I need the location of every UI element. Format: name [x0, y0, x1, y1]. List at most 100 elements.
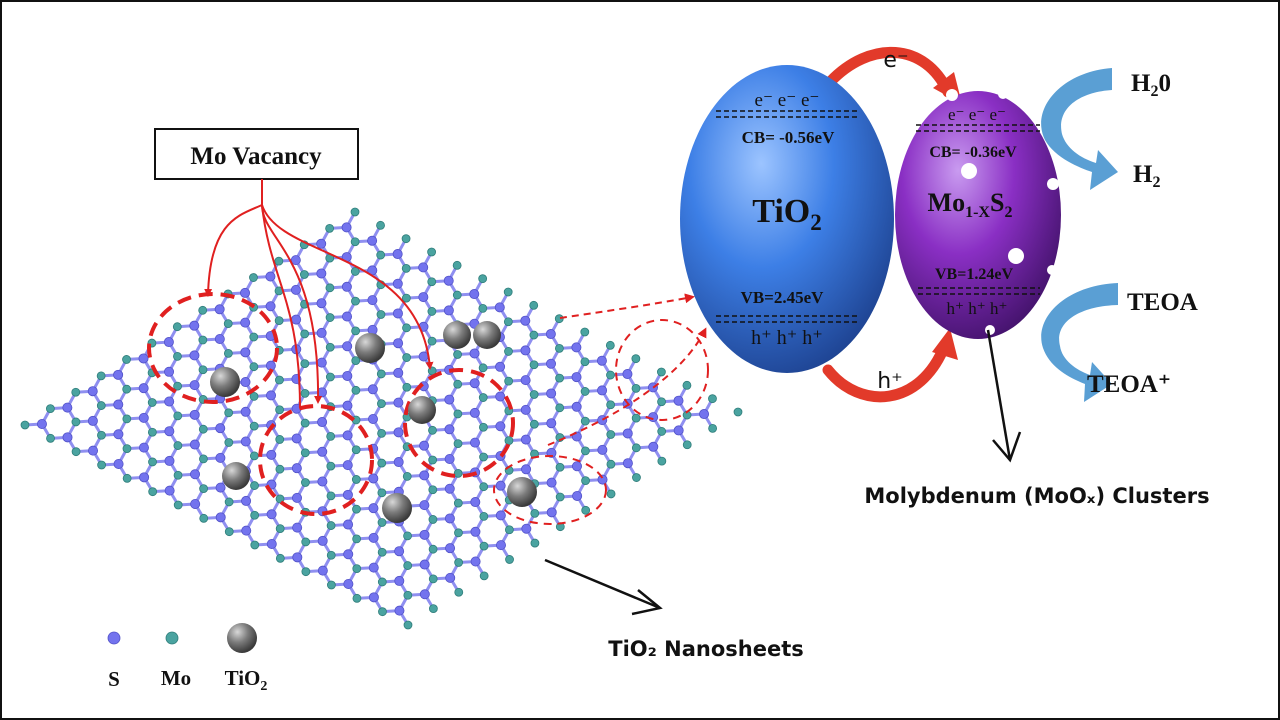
lattice-mo-atom: [478, 393, 488, 402]
lattice-s-atom: [189, 439, 200, 450]
lattice-s-atom: [419, 529, 430, 540]
lattice-s-atom: [470, 497, 481, 508]
tio2-holes: h⁺ h⁺ h⁺: [751, 327, 823, 349]
lattice-s-atom: [367, 384, 378, 395]
leader-line-4: [261, 204, 301, 409]
lattice-s-atom: [444, 513, 455, 524]
lattice-mo-atom: [377, 399, 386, 409]
tio2-particle: [408, 396, 436, 424]
lattice-s-atom: [266, 390, 277, 401]
lattice-s-atom: [392, 278, 403, 289]
lattice-mo-atom: [71, 417, 81, 427]
lattice-mo-atom: [478, 303, 488, 313]
mos2-lattice: [20, 207, 743, 630]
tio2-particles: [210, 321, 537, 523]
lattice-s-atom: [597, 385, 608, 396]
tio2-cb-label: CB= -0.56eV: [742, 128, 836, 147]
legend-tio2-swatch: [227, 623, 257, 653]
lattice-mo-atom: [96, 401, 106, 410]
lattice-s-atom: [443, 275, 454, 286]
lattice-s-atom: [546, 418, 557, 429]
lattice-mo-atom: [300, 359, 310, 369]
lattice-mo-atom: [428, 604, 438, 614]
lattice-s-atom: [368, 592, 379, 603]
lattice-s-atom: [495, 510, 506, 521]
lattice-s-atom: [520, 404, 531, 415]
lattice-s-atom: [266, 449, 277, 460]
tio2-particle: [507, 477, 537, 507]
lattice-s-atom: [113, 399, 124, 410]
lattice-s-atom: [368, 562, 379, 573]
lattice-mo-atom: [325, 372, 335, 382]
lattice-mo-atom: [275, 553, 285, 563]
mos2-vb-label: VB=1.24eV: [935, 266, 1013, 283]
lattice-mo-atom: [376, 250, 386, 260]
lattice-s-atom: [240, 347, 251, 358]
lattice-mo-atom: [529, 360, 539, 370]
vacancy-leader-lines: [204, 179, 434, 409]
lattice-s-atom: [291, 314, 302, 325]
lattice-s-atom: [190, 469, 201, 480]
dashed-arrow-upper: [559, 293, 695, 319]
tio2-electrons: e⁻ e⁻ e⁻: [755, 90, 820, 111]
lattice-mo-atom: [325, 283, 335, 293]
lattice-mo-atom: [350, 207, 360, 217]
lattice-s-atom: [317, 417, 328, 428]
lattice-mo-atom: [478, 363, 488, 373]
lattice-s-atom: [673, 395, 684, 406]
lattice-mo-atom: [452, 260, 462, 270]
lattice-s-atom: [368, 473, 379, 484]
mo-vacancy-label-box: Mo Vacancy: [154, 128, 359, 180]
vacancy-circle-2: [258, 404, 374, 516]
lattice-mo-atom: [122, 473, 132, 483]
lattice-mo-atom: [427, 277, 437, 287]
lattice-mo-atom: [250, 540, 260, 550]
lattice-s-atom: [546, 507, 557, 518]
lattice-mo-atom: [631, 383, 641, 393]
lattice-mo-atom: [530, 508, 540, 518]
lattice-mo-atom: [377, 547, 387, 557]
lattice-mo-atom: [350, 237, 360, 247]
lattice-s-atom: [545, 329, 556, 340]
lattice-mo-atom: [97, 460, 106, 470]
lattice-mo-atom: [376, 369, 386, 379]
lattice-mo-atom: [275, 435, 285, 444]
mos2-material-label: Mo1-XS2: [928, 188, 1013, 221]
teoa-arrow: [1041, 283, 1118, 402]
lattice-mo-atom: [249, 421, 259, 431]
lattice-s-atom: [290, 255, 301, 266]
lattice-mo-atom: [453, 350, 462, 359]
mos2-vacancy-hole: [998, 89, 1008, 99]
lattice-mo-atom: [172, 322, 182, 332]
lattice-s-atom: [469, 348, 480, 359]
lattice-mo-atom: [631, 354, 641, 364]
lattice-mo-atom: [97, 430, 106, 440]
lattice-mo-atom: [452, 290, 462, 300]
lattice-mo-atom: [275, 464, 285, 474]
nanosheets-caption: TiO₂ Nanosheets: [608, 637, 803, 661]
lattice-s-atom: [240, 287, 251, 298]
lattice-s-atom: [113, 369, 124, 380]
lattice-mo-atom: [352, 593, 362, 603]
lattice-s-atom: [469, 378, 480, 389]
lattice-s-atom: [87, 386, 98, 397]
lattice-mo-atom: [580, 357, 590, 367]
lattice-s-atom: [495, 540, 506, 551]
lattice-s-atom: [469, 437, 480, 448]
lattice-mo-atom: [555, 343, 564, 353]
lattice-mo-atom: [325, 313, 335, 322]
lattice-s-atom: [520, 315, 531, 326]
lattice-s-atom: [240, 406, 251, 417]
mos2-vacancy-hole: [961, 163, 977, 179]
lattice-mo-atom: [224, 408, 234, 418]
lattice-s-atom: [419, 440, 430, 451]
lattice-mo-atom: [453, 379, 463, 389]
lattice-s-atom: [164, 426, 175, 437]
lattice-mo-atom: [223, 319, 233, 329]
hole-transfer-arrow: [822, 328, 958, 403]
lattice-mo-atom: [351, 356, 361, 365]
lattice-mo-atom: [377, 458, 387, 468]
lattice-mo-atom: [454, 587, 464, 597]
leader-line-3: [261, 204, 434, 370]
lattice-s-atom: [445, 572, 456, 583]
